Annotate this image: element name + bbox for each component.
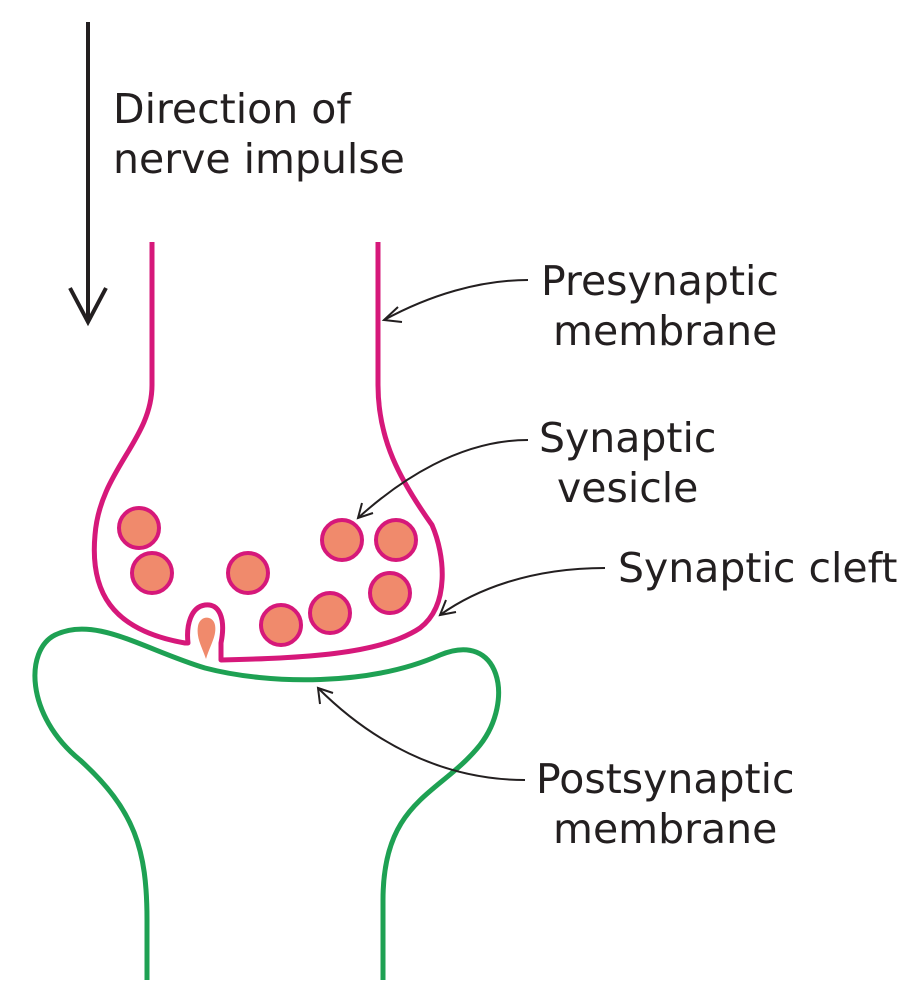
synaptic-vesicle bbox=[226, 551, 270, 595]
synaptic-vesicles bbox=[117, 506, 418, 647]
postsynaptic-membrane bbox=[32, 626, 502, 980]
direction-label-line1: Direction of bbox=[113, 85, 352, 133]
synaptic-vesicle bbox=[308, 591, 352, 635]
leader-arrows bbox=[316, 279, 606, 781]
synaptic-vesicle bbox=[117, 506, 161, 550]
presynaptic-label-line1: Presynaptic bbox=[541, 257, 779, 305]
postsynaptic-leader-arrow bbox=[317, 687, 526, 781]
vesicle-label-line2: vesicle bbox=[557, 464, 698, 512]
cleft-leader-arrow bbox=[439, 567, 606, 616]
cleft-label: Synaptic cleft bbox=[618, 544, 897, 592]
vesicle-label-line1: Synaptic bbox=[539, 414, 716, 462]
presynaptic-label-line2: membrane bbox=[553, 307, 777, 355]
synaptic-vesicle bbox=[259, 603, 303, 647]
neurotransmitter-release bbox=[197, 617, 216, 659]
presynaptic-membrane bbox=[91, 242, 445, 663]
synaptic-vesicle bbox=[320, 518, 364, 562]
nerve-impulse-arrow bbox=[68, 22, 108, 327]
synaptic-vesicle bbox=[368, 571, 412, 615]
vesicle-leader-arrow bbox=[357, 439, 529, 519]
synaptic-vesicle bbox=[374, 518, 418, 562]
postsynaptic-label-line2: membrane bbox=[553, 805, 777, 853]
synaptic-vesicle bbox=[130, 551, 174, 595]
direction-label-line2: nerve impulse bbox=[113, 135, 405, 183]
postsynaptic-label-line1: Postsynaptic bbox=[536, 755, 795, 803]
presynaptic-leader-arrow bbox=[383, 279, 529, 321]
